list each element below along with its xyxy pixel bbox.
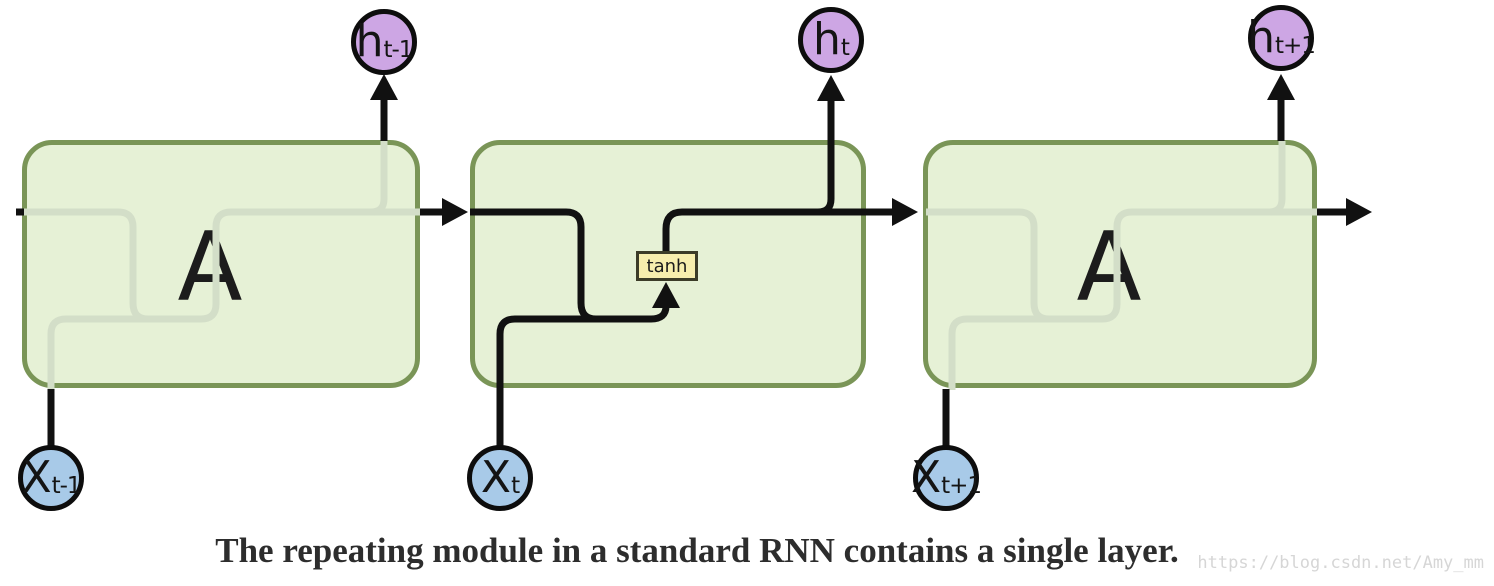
arrowhead-into-tanh [652, 282, 680, 308]
flow-lines [16, 100, 1346, 447]
figure-caption: The repeating module in a standard RNN c… [215, 531, 1179, 570]
arrowhead-current-to-next [892, 198, 918, 226]
h-prev-subscript: t-1 [383, 36, 413, 63]
arrowhead-prev-to-current [442, 198, 468, 226]
arrowhead-to-h-t [817, 75, 845, 101]
watermark-url: https://blog.csdn.net/Amy_mm [1197, 553, 1484, 573]
rnn-module-box-previous: A [22, 140, 420, 388]
input-xt-line [496, 305, 670, 447]
arrowhead-to-h-next [1267, 74, 1295, 100]
h-t-subscript: t [840, 34, 850, 61]
x-prev-label: X [21, 452, 52, 503]
module-label-a-next: A [1076, 212, 1142, 323]
tanh-label: tanh [646, 255, 688, 277]
h-t-label: h [813, 14, 841, 65]
arrowhead-next-out [1346, 198, 1372, 226]
input-node-x-next: X t+1 [910, 445, 982, 511]
ghost-flow-previous-module [24, 141, 420, 390]
x-next-label: X [910, 452, 942, 503]
h-next-label: h [1247, 12, 1275, 63]
h-next-subscript: t+1 [1274, 32, 1316, 59]
hidden-state-in-line [470, 208, 634, 323]
x-next-subscript: t+1 [941, 472, 982, 499]
tanh-output-line [662, 208, 894, 252]
hidden-state-branch-up-line [817, 100, 835, 216]
tanh-activation-box: tanh [636, 251, 698, 281]
hidden-state-node-h-t: h t [798, 7, 864, 73]
h-prev-label: h [355, 16, 384, 67]
arrowhead-to-h-prev [370, 74, 398, 100]
x-t-subscript: t [511, 472, 520, 499]
module-label-a-previous: A [177, 212, 243, 323]
input-node-x-t: X t [467, 445, 533, 511]
input-node-x-prev: X t-1 [18, 445, 84, 511]
ghost-flow-next-module [926, 141, 1317, 390]
hidden-state-node-h-prev: h t-1 [351, 9, 417, 75]
x-prev-subscript: t-1 [51, 472, 82, 499]
arrowheads [370, 74, 1372, 308]
x-t-label: X [480, 452, 512, 503]
hidden-state-node-h-next: h t+1 [1247, 5, 1316, 71]
